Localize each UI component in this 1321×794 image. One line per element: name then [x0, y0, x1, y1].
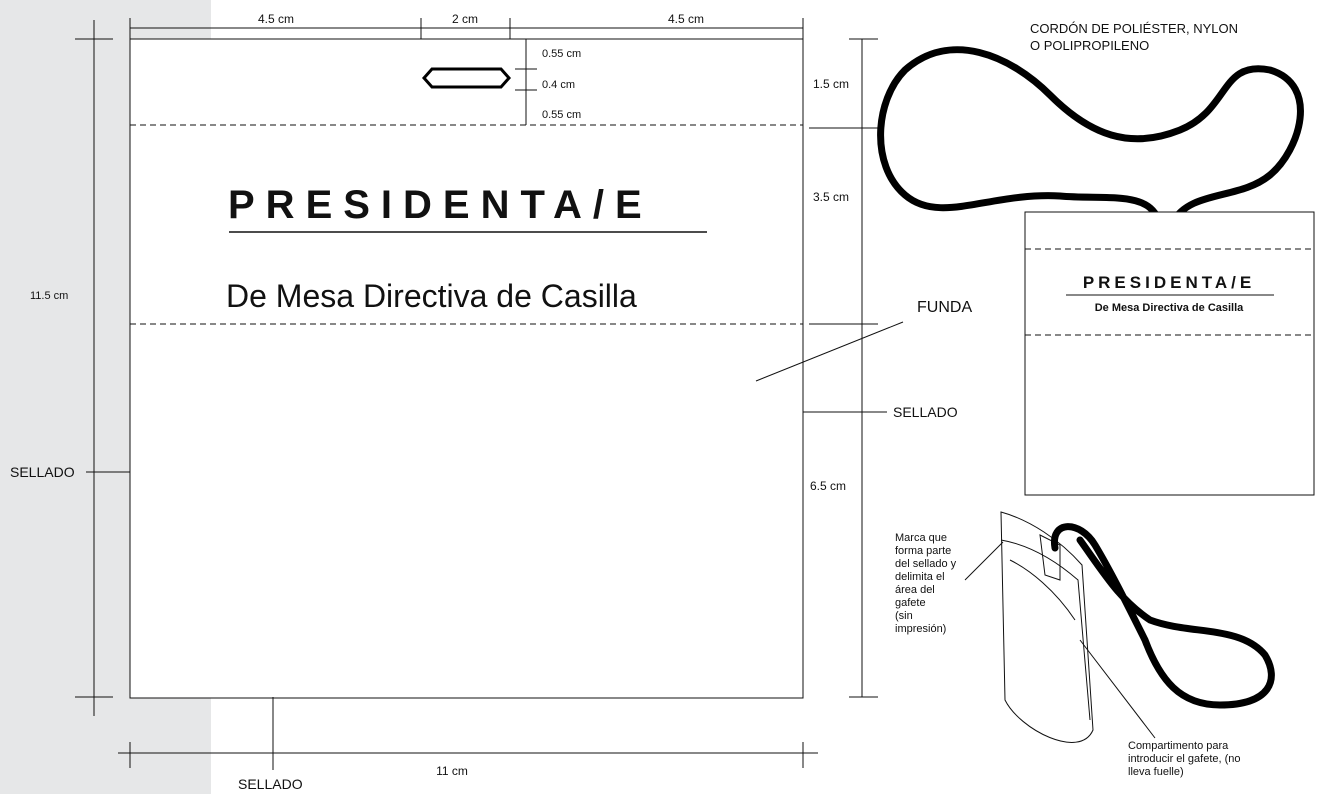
- marca-line: del sellado y: [895, 558, 957, 570]
- right-dimension: 1.5 cm 3.5 cm 6.5 cm: [809, 38, 878, 698]
- marca-leader: [964, 541, 1004, 581]
- bottom-dimension: 11 cm: [118, 742, 818, 778]
- dim-top-middle: 2 cm: [452, 12, 478, 26]
- left-dimension: 11.5 cm: [30, 20, 113, 716]
- dim-right-3: 6.5 cm: [810, 479, 846, 493]
- compartimento-line: introducir el gafete, (no: [1128, 753, 1241, 765]
- marca-line: forma parte: [895, 545, 951, 557]
- badge-subtitle: De Mesa Directiva de Casilla: [226, 278, 637, 314]
- slot-dimensions: 0.55 cm 0.4 cm 0.55 cm: [515, 39, 581, 125]
- marca-label: Marca que forma parte del sellado y deli…: [895, 532, 959, 635]
- compartimento-line: Compartimento para: [1128, 740, 1229, 752]
- dim-left-total: 11.5 cm: [30, 290, 68, 302]
- cordon-label-line2: O POLIPROPILENO: [1030, 38, 1149, 53]
- sleeve-sketch: [1000, 511, 1275, 743]
- lanyard-slot: [421, 67, 512, 89]
- top-dimension: 4.5 cm 2 cm 4.5 cm: [129, 12, 804, 39]
- sleeve-lanyard: [1051, 523, 1275, 709]
- marca-line: Marca que: [895, 532, 947, 544]
- dim-top-left: 4.5 cm: [258, 12, 294, 26]
- badge-outline: [129, 38, 804, 699]
- funda-leader: [755, 321, 904, 382]
- badge-title: PRESIDENTA/E: [228, 183, 653, 227]
- marca-line: gafete: [895, 597, 926, 609]
- dim-top-right: 4.5 cm: [668, 12, 704, 26]
- dim-bottom-total: 11 cm: [436, 764, 468, 778]
- mini-badge: PRESIDENTA/E De Mesa Directiva de Casill…: [1024, 211, 1315, 496]
- marca-line: (sin: [895, 610, 913, 622]
- dim-right-2: 3.5 cm: [813, 190, 849, 204]
- dim-slot-top: 0.55 cm: [542, 48, 581, 60]
- dim-slot-bottom: 0.55 cm: [542, 109, 581, 121]
- compartimento-label: Compartimento para introducir el gafete,…: [1128, 740, 1244, 778]
- marca-line: delimita el: [895, 571, 945, 583]
- mini-badge-subtitle: De Mesa Directiva de Casilla: [1095, 302, 1244, 314]
- compartimento-leader: [1079, 639, 1156, 739]
- sellado-left-label: SELLADO: [10, 464, 75, 480]
- marca-line: área del: [895, 584, 935, 596]
- sellado-right-label: SELLADO: [893, 404, 958, 420]
- dim-slot-height: 0.4 cm: [542, 79, 575, 91]
- mini-badge-title: PRESIDENTA/E: [1083, 273, 1255, 292]
- compartimento-line: lleva fuelle): [1128, 766, 1184, 778]
- dim-right-1: 1.5 cm: [813, 77, 849, 91]
- cordon-label-line1: CORDÓN DE POLIÉSTER, NYLON: [1030, 21, 1238, 36]
- sellado-bottom-label: SELLADO: [238, 776, 303, 792]
- lanyard-loop: [877, 46, 1304, 226]
- marca-line: impresión): [895, 623, 946, 635]
- funda-label: FUNDA: [917, 299, 972, 316]
